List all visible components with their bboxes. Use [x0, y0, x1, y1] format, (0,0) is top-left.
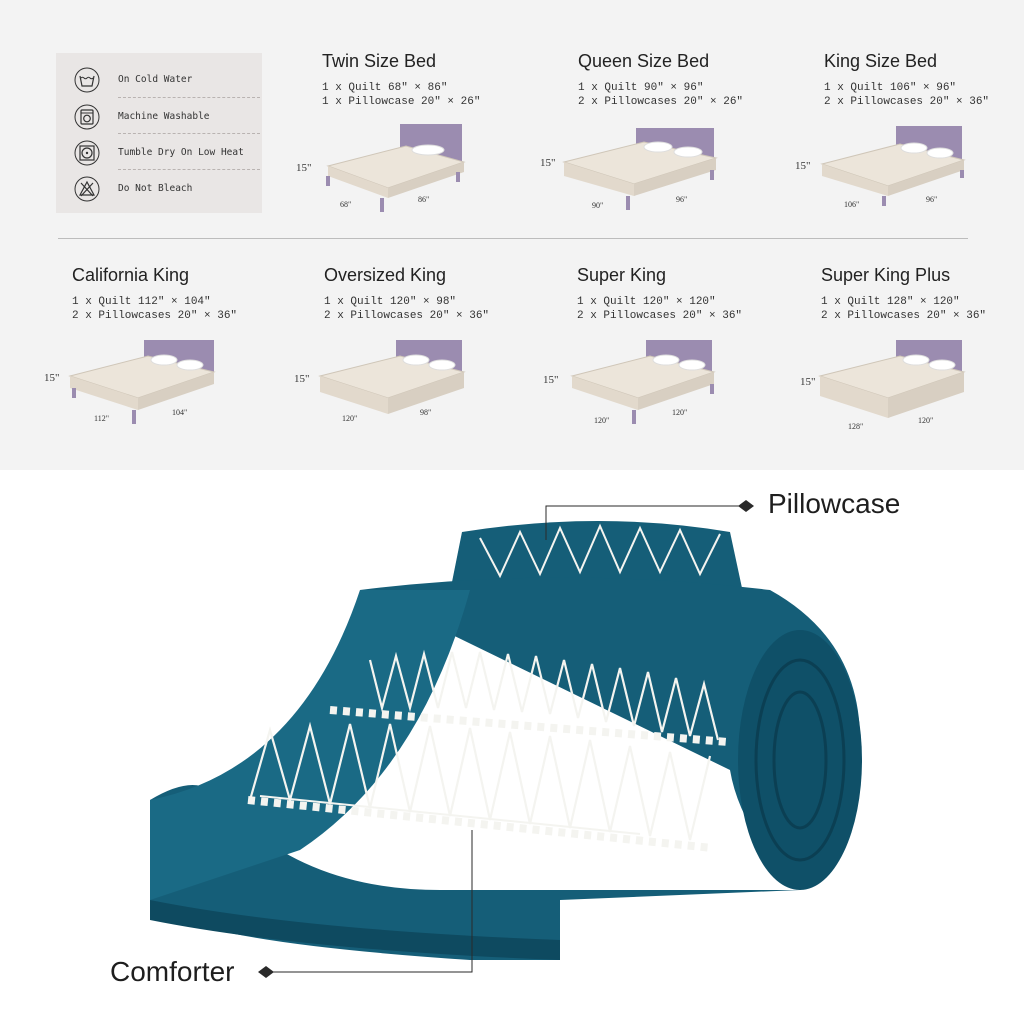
size-quilt-spec: 1 x Quilt 90" × 96" [578, 82, 704, 94]
size-card-queen: Queen Size Bed 1 x Quilt 90" × 96" 2 x P… [578, 51, 798, 109]
size-title: California King [72, 265, 190, 285]
bed-length-label: 96" [926, 195, 938, 204]
bed-width-label: 120" [342, 414, 358, 423]
size-card-oversized-king: Oversized King 1 x Quilt 120" × 98" 2 x … [324, 265, 544, 323]
size-quilt-spec: 1 x Quilt 68" × 86" [322, 82, 448, 94]
care-instructions: On Cold Water Machine Washable Tumble Dr… [56, 53, 262, 213]
bed-height-label: 15" [795, 160, 811, 172]
size-title: Super King Plus [821, 265, 951, 285]
size-card-super-king-plus: Super King Plus 1 x Quilt 128" × 120" 2 … [821, 265, 1024, 323]
size-chart-panel: On Cold Water Machine Washable Tumble Dr… [0, 0, 1024, 470]
care-item-cold-water: On Cold Water [56, 61, 262, 97]
bed-length-label: 98" [420, 408, 432, 417]
size-pillow-spec: 2 x Pillowcases 20" × 36" [577, 310, 743, 322]
bed-width-label: 128" [848, 422, 864, 431]
size-title: Oversized King [324, 265, 447, 285]
care-label-no-bleach: Do Not Bleach [118, 183, 193, 194]
bed-width-label: 106" [844, 200, 860, 209]
quilt-illustration [150, 500, 862, 978]
size-quilt-spec: 1 x Quilt 120" × 120" [577, 296, 716, 308]
size-card-super-king: Super King 1 x Quilt 120" × 120" 2 x Pil… [577, 265, 797, 323]
size-pillow-spec: 2 x Pillowcases 20" × 26" [578, 96, 744, 108]
bed-illustration-oversized-king [318, 340, 466, 414]
size-card-twin: Twin Size Bed 1 x Quilt 68" × 86" 1 x Pi… [322, 51, 542, 109]
bed-height-label: 15" [543, 374, 559, 386]
size-pillow-spec: 2 x Pillowcases 20" × 36" [821, 310, 987, 322]
product-photo-section: Pillowcase Comforter [0, 470, 1024, 1024]
bed-length-label: 120" [918, 416, 934, 425]
bed-length-label: 96" [676, 195, 688, 204]
bed-height-label: 15" [44, 372, 60, 384]
bed-length-label: 120" [672, 408, 688, 417]
care-label-machine-washable: Machine Washable [118, 111, 210, 122]
care-divider [118, 133, 260, 134]
bed-width-label: 120" [594, 416, 610, 425]
tumble-dry-icon [74, 140, 100, 166]
bed-illustration-california-king [68, 340, 216, 424]
bed-width-label: 112" [94, 414, 109, 423]
size-pillow-spec: 2 x Pillowcases 20" × 36" [824, 96, 990, 108]
bed-length-label: 104" [172, 408, 188, 417]
size-title: Super King [577, 265, 667, 285]
pillowcase-callout: Pillowcase [768, 488, 901, 519]
bed-illustration-super-king [570, 340, 716, 424]
size-pillow-spec: 2 x Pillowcases 20" × 36" [324, 310, 490, 322]
bed-width-label: 90" [592, 201, 604, 210]
size-title: King Size Bed [824, 51, 938, 71]
size-title: Twin Size Bed [322, 51, 437, 71]
size-quilt-spec: 1 x Quilt 106" × 96" [824, 82, 957, 94]
bed-height-label: 15" [800, 376, 816, 388]
size-quilt-spec: 1 x Quilt 112" × 104" [72, 296, 211, 308]
size-quilt-spec: 1 x Quilt 120" × 98" [324, 296, 457, 308]
section-divider [58, 238, 968, 239]
bed-illustration-queen [562, 128, 718, 210]
care-divider [118, 97, 260, 98]
care-item-tumble-dry: Tumble Dry On Low Heat [56, 134, 262, 170]
care-item-no-bleach: Do Not Bleach [56, 170, 262, 206]
care-label-cold-water: On Cold Water [118, 74, 193, 85]
bed-height-label: 15" [296, 162, 312, 174]
bed-illustration-super-king-plus [818, 340, 966, 418]
care-divider [118, 169, 260, 170]
size-pillow-spec: 1 x Pillowcase 20" × 26" [322, 96, 481, 108]
bed-height-label: 15" [294, 373, 310, 385]
bed-illustration-twin [326, 124, 466, 212]
care-label-tumble-dry: Tumble Dry On Low Heat [118, 147, 244, 158]
size-quilt-spec: 1 x Quilt 128" × 120" [821, 296, 960, 308]
size-card-california-king: California King 1 x Quilt 112" × 104" 2 … [72, 265, 292, 323]
bed-height-label: 15" [540, 157, 556, 169]
bed-width-label: 68" [340, 200, 352, 209]
bed-length-label: 86" [418, 195, 430, 204]
washing-machine-icon [74, 104, 100, 130]
bed-illustration-king [820, 126, 966, 206]
wash-basin-icon [74, 67, 100, 93]
size-card-king: King Size Bed 1 x Quilt 106" × 96" 2 x P… [824, 51, 1024, 109]
no-bleach-icon [74, 176, 100, 202]
size-pillow-spec: 2 x Pillowcases 20" × 36" [72, 310, 238, 322]
care-item-machine-washable: Machine Washable [56, 98, 262, 134]
comforter-callout: Comforter [110, 956, 235, 987]
size-title: Queen Size Bed [578, 51, 710, 71]
